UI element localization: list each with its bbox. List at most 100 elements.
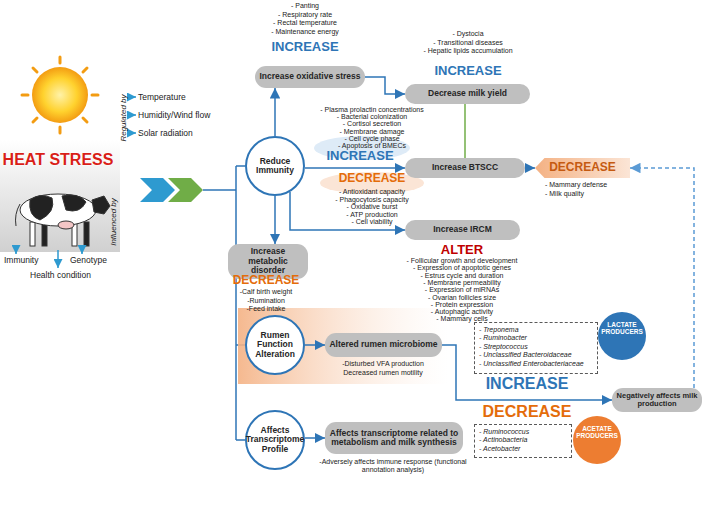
node-text-group: Decrease milk yield [428, 89, 507, 98]
process-pill: Decrease milk yield [405, 84, 530, 104]
node-label: Affects transcriptome related to metabol… [329, 429, 459, 448]
list-item: - Hepatic lipids accumulation [423, 47, 512, 54]
list-item: - Apoptosis of BMECs [338, 142, 406, 149]
annotation-label: -Adversely affects immune response (func… [318, 458, 468, 474]
node-label: Increase oxidative stress [259, 72, 360, 81]
node-text-group: Negatively affects milk production [616, 392, 698, 409]
list-item: - Dystocia [452, 30, 483, 37]
category-circle: Affects Transcriptome Profile [245, 410, 305, 470]
annotation-label: ALTER [441, 243, 483, 256]
connector-arrow [464, 104, 466, 158]
list-item: -Rumination [247, 297, 285, 304]
node-label: - Treponema [479, 326, 584, 334]
node-label: Negatively affects milk production [616, 392, 698, 409]
annotation-label: INCREASE [271, 40, 338, 53]
list-item: - Panting [291, 2, 319, 9]
list-item: - Bacterial colonization [337, 113, 407, 120]
sun-rays [22, 57, 98, 133]
process-pill: Affects transcriptome related to metabol… [325, 422, 463, 454]
node-text-group: Affects Transcriptome Profile [246, 426, 305, 454]
node-text-group: ACETATE PRODUCERS [575, 425, 619, 439]
connector-arrow [274, 196, 276, 244]
taxa-box: - Ruminococcus- Actinobacteria- Acetobac… [474, 424, 572, 458]
art-part [129, 96, 136, 98]
node-label: LACTATE PRODUCERS [600, 321, 644, 335]
list-item: - Membrane permeability [423, 279, 500, 286]
connector-arrow [274, 88, 276, 136]
list-item: - Ovarian follicles size [428, 294, 496, 301]
list-item: - Expression of apoptotic genes [413, 264, 511, 271]
list-item: - Milk quality [545, 190, 584, 197]
art-part [15, 247, 17, 254]
category-circle: Rumen Function Alteration [245, 315, 305, 375]
annotation-label: INCREASE [326, 149, 393, 162]
connector-arrow [365, 77, 405, 94]
list-item: Decreased rumen motility [343, 369, 422, 376]
list-item: - Rectal temperature [273, 19, 337, 26]
node-label: - Ruminococcus [479, 428, 529, 436]
connector-arrow [630, 168, 694, 388]
node-text-group: DECREASE [549, 161, 616, 174]
node-text-group: Affects transcriptome related to metabol… [329, 429, 459, 448]
tag-outline [535, 158, 630, 178]
list-item: - Mammary cells [436, 315, 487, 322]
node-label: Decrease milk yield [428, 89, 507, 98]
art-part [92, 94, 98, 97]
list-item: - Respiratory rate [278, 11, 332, 18]
annotation-label: DECREASE [339, 172, 406, 184]
sun [32, 67, 88, 123]
annotation-label: HEAT STRESS [3, 152, 114, 168]
list-item: - Cortisol secretion [343, 120, 401, 127]
chevron [168, 178, 203, 202]
list-item: - Expression of miRNAs [425, 286, 499, 293]
annotation-label: Solar radiation [138, 129, 193, 138]
art-part [59, 127, 62, 133]
art-part [83, 68, 87, 72]
art-part [129, 132, 136, 134]
annotation-label: Humidity/Wind flow [138, 111, 210, 120]
art-part [92, 196, 110, 214]
chevron [140, 178, 175, 202]
art-part [83, 118, 87, 122]
process-pill: Increase oxidative stress [255, 66, 365, 88]
node-label: - Streptococcus [479, 343, 584, 351]
annotation-label: INCREASE [484, 376, 571, 392]
annotation-label: INCREASE [434, 64, 501, 77]
annotation-label: Influenced by [110, 198, 118, 246]
art-part [62, 195, 86, 211]
annotation-label: Regulated by [120, 94, 128, 141]
process-pill: Increase IRCM [405, 220, 520, 240]
node-label: Affects Transcriptome Profile [246, 426, 305, 454]
annotation-label: Genotype [70, 256, 107, 265]
list-item: - Antioxidant capacity [339, 188, 405, 195]
art-part [235, 166, 237, 440]
cow [16, 194, 111, 246]
node-label: - Unclassified Bacteroidaceae [479, 351, 584, 359]
node-label: - Unclassified Enterobacteriaceae [479, 360, 584, 368]
node-text-group: Increase BTSCC [432, 163, 498, 172]
node-label: Altered rumen microbiome [329, 340, 437, 349]
taxa-box: - Treponema- Ruminobacter- Streptococcus… [474, 322, 598, 374]
list-item: - Follicular growth and development [407, 257, 518, 264]
art-part [33, 118, 37, 122]
producer-circle: LACTATE PRODUCERS [598, 312, 646, 360]
list-item: - Protein expression [431, 301, 493, 308]
art-part [59, 57, 62, 63]
list-item: - Transitional diseases [433, 39, 503, 46]
node-label: ACETATE PRODUCERS [575, 425, 619, 439]
art-part [57, 250, 59, 268]
annotation-label: Temperature [138, 93, 186, 102]
art-part [58, 221, 74, 229]
list-item: -Calf birth weight [240, 288, 293, 295]
node-label: Increase BTSCC [432, 163, 498, 172]
node-label: - Ruminobacter [479, 334, 584, 342]
art-part [22, 94, 28, 97]
node-text-group: Increase metabolic disorder [232, 247, 304, 275]
list-item: -Disturbed VFA production [342, 360, 424, 367]
decrease-tag: DECREASE [535, 158, 630, 178]
art-part [84, 222, 89, 246]
list-item: - Mammary defense [545, 181, 607, 188]
annotation-label: DECREASE [481, 404, 574, 420]
list-item: - ATP production [346, 211, 398, 218]
